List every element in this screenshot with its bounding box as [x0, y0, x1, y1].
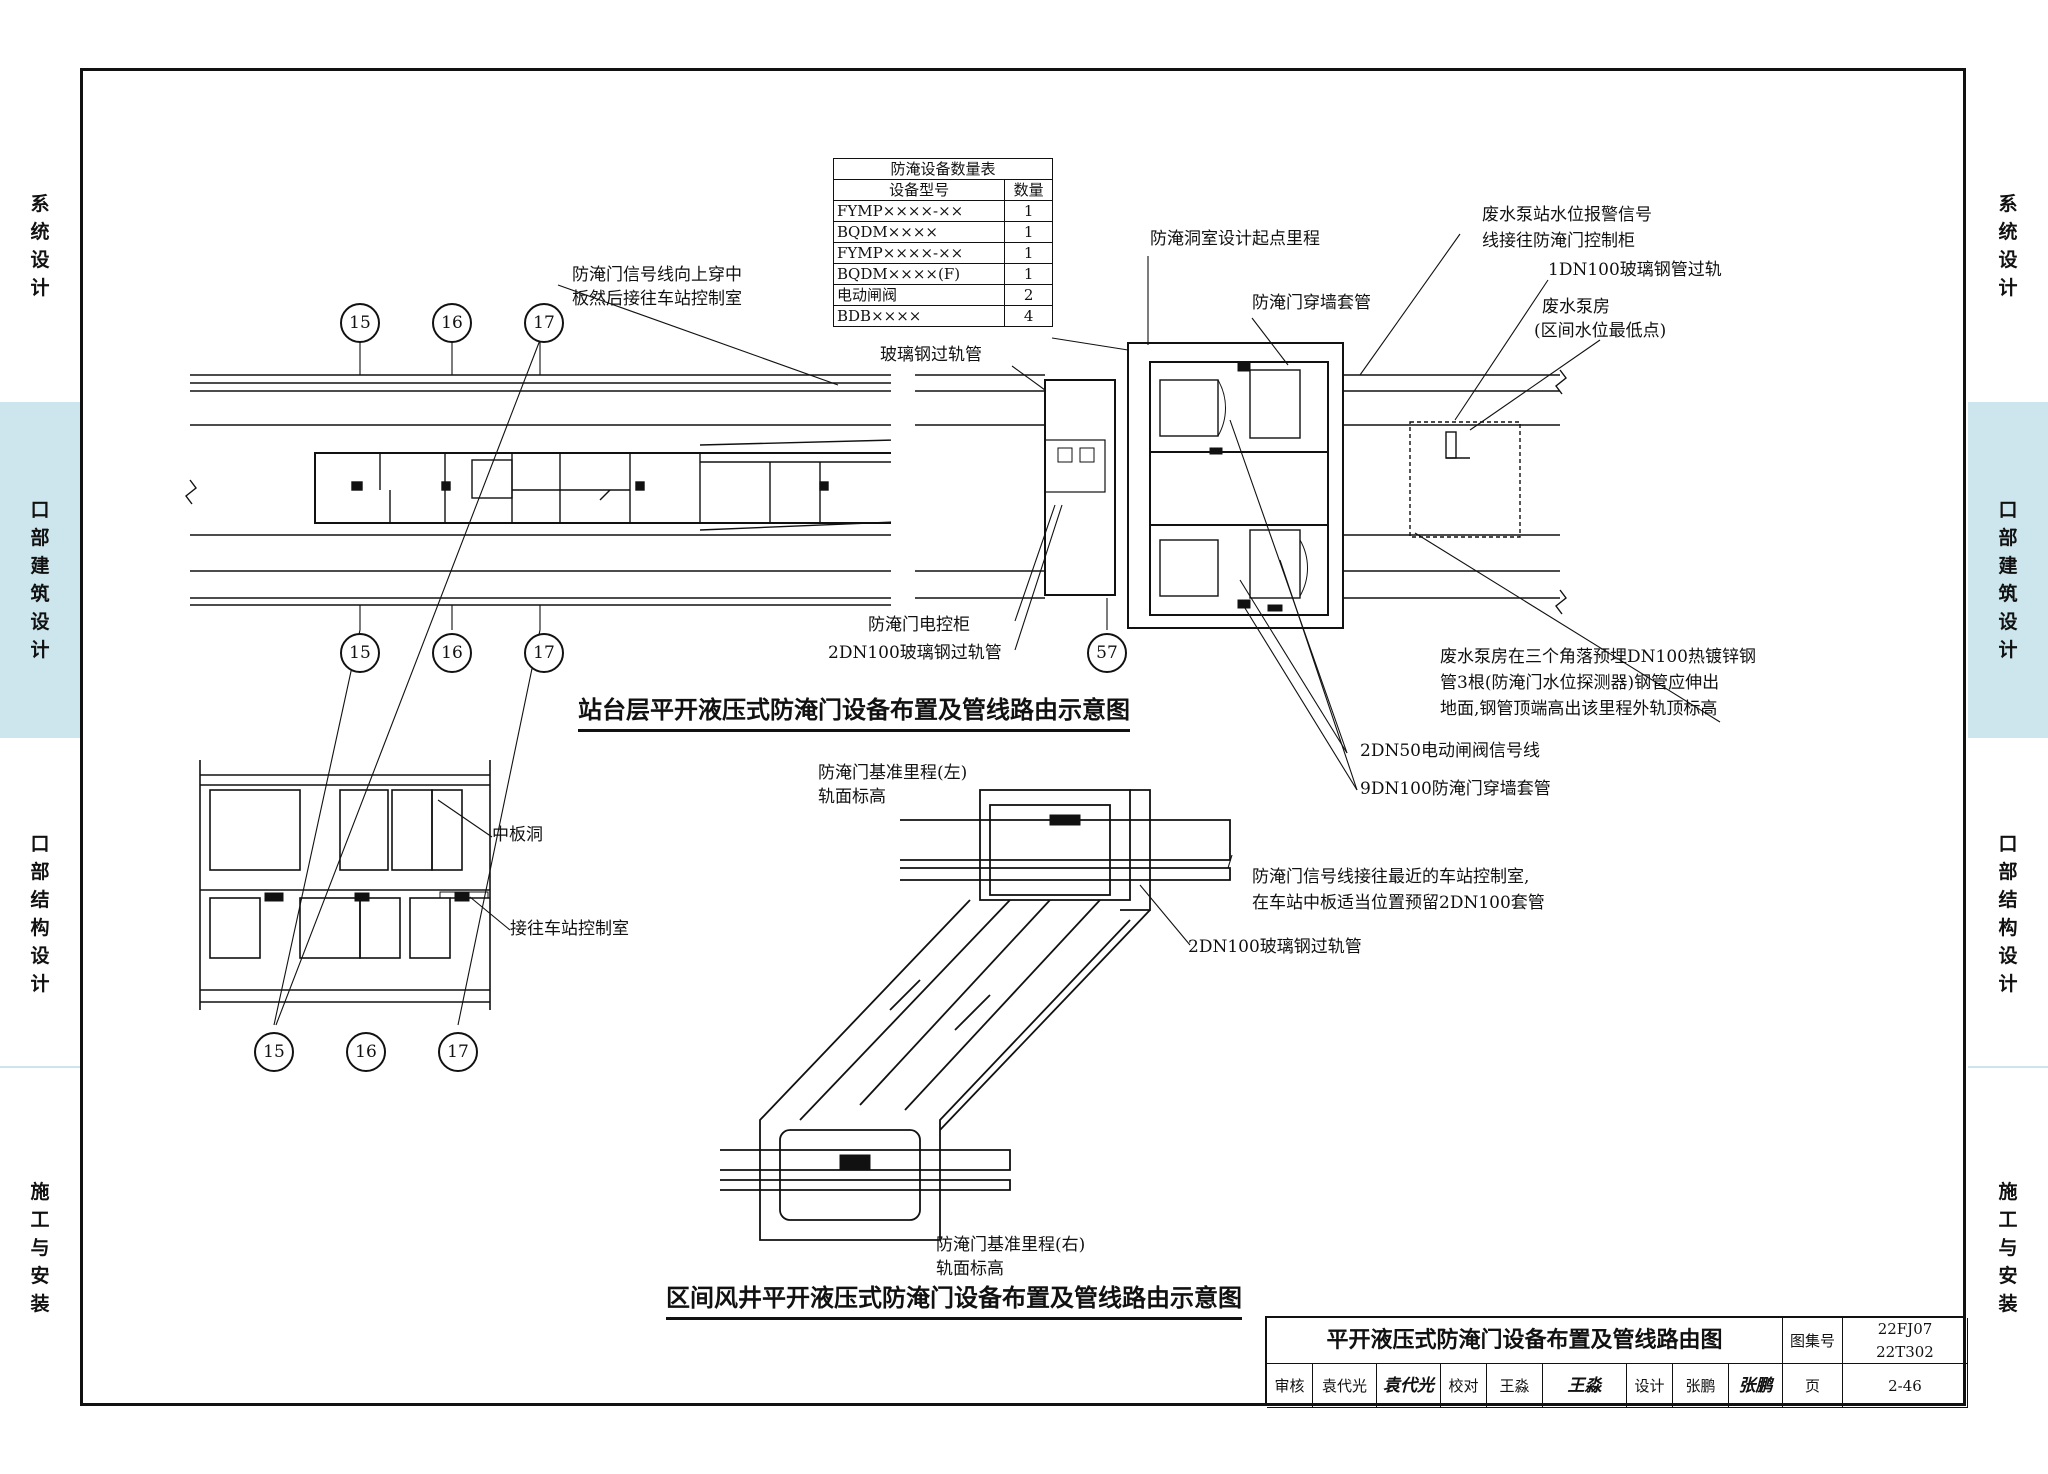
title-shaft-layout: 区间风井平开液压式防淹门设备布置及管线路由示意图 — [666, 1278, 1242, 1320]
axis-tag-17: 17 — [533, 313, 555, 333]
label-signal-note-2: 在车站中板适当位置预留2DN100套管 — [1252, 893, 1545, 913]
label-dn100-frp: 1DN100玻璃钢管过轨 — [1548, 260, 1722, 280]
label-to-control-room: 接往车站控制室 — [510, 919, 629, 939]
label-rail-left: 轨面标高 — [818, 787, 886, 807]
side-tab-construction-right[interactable]: 施工与安装 — [1998, 1181, 2018, 1315]
side-tab-system-design[interactable]: 系统设计 — [30, 193, 50, 299]
table-cell-model: BDB×××× — [832, 305, 1006, 327]
side-tab-entrance-structure[interactable]: 口部结构设计 — [30, 833, 50, 995]
table-cell-model: FYMP××××-×× — [832, 200, 1006, 222]
table-cell-model: BQDM××××(F) — [832, 263, 1006, 285]
flood-door-chamber — [1044, 342, 1344, 629]
label-alarm-2: 线接往防淹门控制柜 — [1482, 231, 1635, 251]
label-signal-up-1: 防淹门信号线向上穿中 — [572, 265, 742, 285]
axis-tag-16: 16 — [441, 643, 463, 663]
label-pump-note-1: 废水泵房在三个角落预埋DN100热镀锌钢 — [1440, 647, 1756, 667]
page-label: 页 — [1783, 1364, 1843, 1408]
label-dn100x2: 2DN100玻璃钢过轨管 — [828, 643, 1002, 663]
axis-tag-17: 17 — [447, 1042, 469, 1062]
label-wall-sleeve: 防淹门穿墙套管 — [1252, 293, 1371, 313]
title-platform-layout: 站台层平开液压式防淹门设备布置及管线路由示意图 — [578, 690, 1130, 732]
side-tab-entrance-structure-right[interactable]: 口部结构设计 — [1998, 833, 2018, 995]
table-row: BDB××××4 — [832, 305, 1053, 327]
checker-name: 王淼 — [1487, 1364, 1543, 1408]
side-tab-entrance-architecture[interactable]: 口部建筑设计 — [30, 499, 50, 661]
station-section-view — [199, 760, 491, 1010]
designer-signature: 张鹏 — [1729, 1364, 1783, 1408]
side-divider — [1968, 1066, 2048, 1068]
label-rail-right: 轨面标高 — [936, 1259, 1004, 1279]
side-tab-system-design-right[interactable]: 系统设计 — [1998, 193, 2018, 299]
review-label: 审核 — [1267, 1364, 1313, 1408]
axis-tag-17: 17 — [533, 643, 555, 663]
table-cell-model: FYMP××××-×× — [832, 242, 1006, 264]
side-divider — [0, 1066, 80, 1068]
table-title: 防淹设备数量表 — [833, 158, 1053, 180]
table-row: FYMP××××-××1 — [832, 200, 1053, 222]
table-cell-qty: 1 — [1004, 242, 1053, 264]
label-alarm-1: 废水泵站水位报警信号 — [1482, 205, 1652, 225]
axis-tag-16: 16 — [441, 313, 463, 333]
reviewer-signature: 袁代光 — [1377, 1364, 1441, 1408]
table-row: BQDM××××(F)1 — [832, 263, 1053, 285]
label-signal-note-1: 防淹门信号线接往最近的车站控制室, — [1252, 867, 1530, 887]
axis-tag-57: 57 — [1096, 643, 1118, 663]
axis-tag-15: 15 — [263, 1042, 285, 1062]
equipment-quantity-table: 防淹设备数量表 设备型号 数量 FYMP××××-××1 BQDM××××1 F… — [832, 158, 1053, 327]
label-pump-note-3: 地面,钢管顶端高出该里程外轨顶标高 — [1440, 699, 1718, 719]
label-ref-right: 防淹门基准里程(右) — [936, 1235, 1086, 1255]
axis-tag-15: 15 — [349, 643, 371, 663]
title-block: 平开液压式防淹门设备布置及管线路由图 图集号 22FJ07 22T302 审核 … — [1265, 1316, 1968, 1408]
table-cell-qty: 4 — [1004, 305, 1053, 327]
sheet-frame — [80, 68, 1966, 1406]
atlas-label: 图集号 — [1783, 1318, 1843, 1364]
checker-signature: 王淼 — [1543, 1364, 1627, 1408]
label-lowest-point: (区间水位最低点) — [1534, 321, 1667, 341]
label-pump-room: 废水泵房 — [1542, 297, 1610, 317]
table-cell-model: 电动闸阀 — [832, 284, 1006, 306]
design-label: 设计 — [1627, 1364, 1673, 1408]
table-row: FYMP××××-××1 — [832, 242, 1053, 264]
right-tunnel — [1343, 369, 1567, 615]
label-dn50-signal: 2DN50电动闸阀信号线 — [1360, 741, 1540, 761]
side-tab-highlight-left — [0, 402, 80, 738]
tunnel-break — [891, 370, 1045, 610]
atlas-number-1: 22FJ07 — [1843, 1318, 1968, 1341]
side-tab-construction[interactable]: 施工与安装 — [30, 1181, 50, 1315]
label-ref-left: 防淹门基准里程(左) — [818, 763, 968, 783]
label-slab-hole: 中板洞 — [492, 825, 543, 845]
label-pump-note-2: 管3根(防淹门水位探测器)钢管应伸出 — [1440, 673, 1720, 693]
table-cell-model: BQDM×××× — [832, 221, 1006, 243]
side-tab-highlight-right — [1968, 402, 2048, 738]
designer-name: 张鹏 — [1673, 1364, 1729, 1408]
reviewer-name: 袁代光 — [1313, 1364, 1377, 1408]
label-dn100x2-b: 2DN100玻璃钢过轨管 — [1188, 937, 1362, 957]
label-control-cabinet: 防淹门电控柜 — [868, 615, 970, 635]
title-block-title: 平开液压式防淹门设备布置及管线路由图 — [1267, 1318, 1783, 1364]
leader-lines — [437, 233, 1721, 946]
page-number: 2-46 — [1843, 1364, 1968, 1408]
atlas-number-2: 22T302 — [1843, 1341, 1968, 1364]
axis-tag-16: 16 — [355, 1042, 377, 1062]
label-dn100x9: 9DN100防淹门穿墙套管 — [1360, 779, 1551, 799]
ventilation-shaft-view — [720, 789, 1231, 1241]
label-signal-up-2: 板然后接往车站控制室 — [572, 289, 742, 309]
label-start-mileage: 防淹洞室设计起点里程 — [1150, 229, 1320, 249]
check-label: 校对 — [1441, 1364, 1487, 1408]
label-frp-track: 玻璃钢过轨管 — [880, 345, 982, 365]
side-tab-entrance-architecture-right[interactable]: 口部建筑设计 — [1998, 499, 2018, 661]
axis-lines — [273, 339, 1108, 1026]
table-header-qty: 数量 — [1004, 179, 1053, 201]
axis-tag-15: 15 — [349, 313, 371, 333]
